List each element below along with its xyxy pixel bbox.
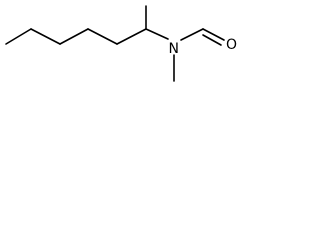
bond-chain-c4-c5 [87, 28, 118, 45]
bond-chain-c5-c6 [116, 28, 147, 45]
bond-chain-c2-c3 [30, 28, 61, 45]
molecule-structure-diagram: N O [5, 5, 237, 82]
bond-carbonyl-outer [202, 28, 225, 41]
oxygen-atom-label: O [226, 37, 237, 53]
bond-c6-n [145, 28, 169, 40]
bond-n-formyl-carbon [180, 28, 204, 41]
bond-chain-c1-c2 [5, 28, 32, 45]
bond-carbonyl-inner [202, 34, 222, 46]
bond-chain-c3-c4 [59, 28, 89, 45]
nitrogen-atom-label: N [169, 41, 179, 57]
